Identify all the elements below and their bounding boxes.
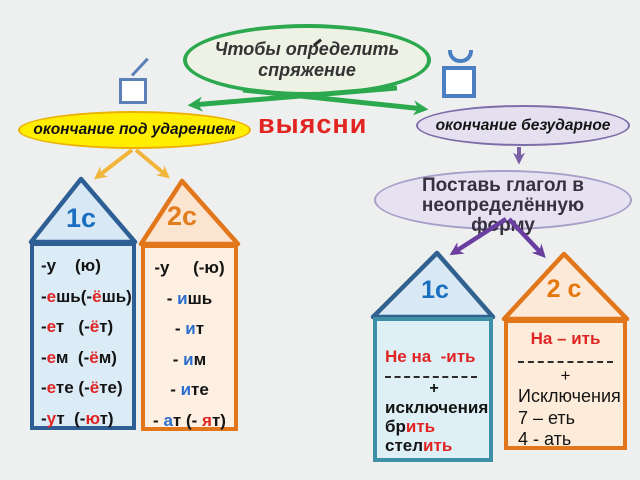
ending-line: - ите — [170, 380, 209, 399]
exception-line: исключения — [385, 398, 489, 417]
house-right-2-rule: На – ить + Исключения 7 – еть 4 - ать — [504, 319, 627, 450]
house-right-2-label: 2 с — [546, 275, 582, 303]
plus-sign: + — [560, 366, 571, 385]
ending-line: - ишь — [166, 288, 213, 308]
divider — [385, 376, 478, 378]
ending-line: -ут (-ют) — [41, 408, 114, 428]
exception-line: 4 - ать — [518, 429, 572, 449]
ending-line: - ит — [174, 319, 205, 338]
house-right-1-label: 1с — [421, 276, 449, 304]
acute-accent-icon — [130, 57, 149, 77]
ending-line: - им — [172, 349, 207, 369]
ending-line: - ат (- ят) — [153, 410, 226, 430]
house-right-1-rule: Не на -ить + исключения брить стелить — [373, 317, 493, 462]
unstressed-ending-icon — [442, 66, 476, 98]
house-left-1-label: 1с — [65, 203, 97, 233]
action-word: выясни — [258, 109, 368, 139]
infinitive-step-text: Поставь глагол в неопределённую форму — [376, 176, 630, 236]
stressed-branch-bubble: окончание под ударением — [18, 111, 251, 149]
ending-line: -ешь(-ёшь) — [41, 286, 132, 306]
step-line-1: Поставь глагол в — [422, 175, 584, 196]
ending-line: -ем (-ём) — [41, 347, 117, 367]
unstressed-branch-bubble: окончание безударное — [416, 105, 630, 146]
house-left-2-label: 2с — [166, 201, 198, 231]
exception-line: брить — [385, 417, 436, 436]
ending-line: -у (ю) — [41, 256, 101, 275]
rule-text: Не на -ить — [385, 347, 476, 366]
house-left-1-endings: -у (ю) -ешь(-ёшь) -ет (-ёт) -ем (-ём) -е… — [30, 242, 136, 430]
divider — [518, 361, 613, 363]
exception-line: Исключения — [518, 386, 621, 406]
title-line-1: Чтобы определить — [214, 39, 400, 59]
step-line-3: форму — [471, 215, 535, 236]
rule-text: На – ить — [530, 329, 601, 348]
step-line-2: неопределённую — [421, 195, 585, 216]
stressed-ending-icon — [119, 78, 147, 104]
arrow-stressed-to-house2 — [134, 148, 170, 179]
ending-line: -ете (-ёте) — [41, 378, 123, 397]
arrow-stressed-to-house1 — [93, 148, 134, 180]
ending-line: -ет (-ёт) — [41, 317, 114, 336]
exception-line: 7 – еть — [518, 407, 576, 428]
title-line-2: спряжение — [258, 60, 356, 80]
breve-icon — [448, 50, 473, 63]
title-bubble: Чтобы определить спряжение — [183, 24, 431, 96]
plus-sign: + — [429, 380, 439, 397]
ending-line: -у (-ю) — [154, 258, 225, 277]
infinitive-step-bubble: Поставь глагол в неопределённую форму — [374, 170, 632, 236]
house-left-2-endings: -у (-ю) - ишь - ит - им - ите - ат (- ят… — [141, 244, 238, 431]
exception-line: стелить — [385, 436, 453, 455]
